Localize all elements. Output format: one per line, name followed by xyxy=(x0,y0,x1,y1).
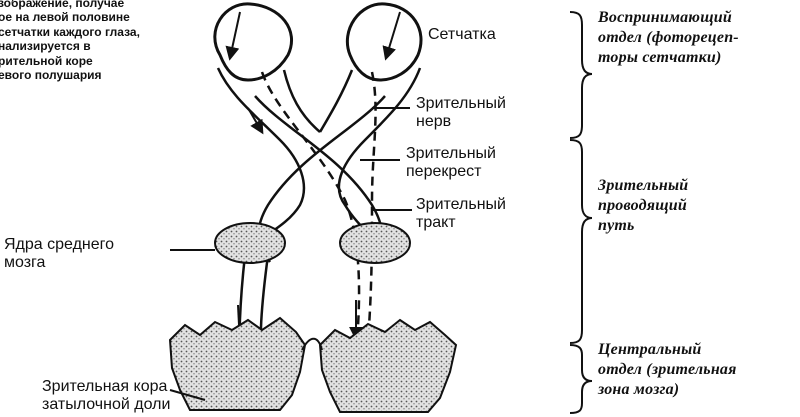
label-retina: Сетчатка xyxy=(428,26,496,44)
brace-conducting xyxy=(570,140,592,343)
caption-note: зображение, получае ое на левой половине… xyxy=(0,0,198,82)
midbrain-nucleus-left xyxy=(215,223,285,263)
brace-central xyxy=(570,345,592,413)
right-eye xyxy=(347,4,421,80)
label-optic-chiasm: Зрительный перекрест xyxy=(406,145,496,181)
label-optic-tract: Зрительный тракт xyxy=(416,196,506,232)
label-visual-cortex: Зрительная кора затылочной доли xyxy=(42,378,170,414)
division-perceiving: Воспринимающий отдел (фоторецеп- торы се… xyxy=(598,8,739,68)
left-eye xyxy=(215,4,292,80)
division-conducting: Зрительный проводящий путь xyxy=(598,176,688,236)
brace-perceiving xyxy=(570,12,592,138)
midbrain-nucleus-right xyxy=(340,223,410,263)
visual-cortex-shape xyxy=(170,318,456,412)
division-central: Центральный отдел (зрительная зона мозга… xyxy=(598,340,737,400)
label-optic-nerve: Зрительный нерв xyxy=(416,95,506,131)
label-midbrain-nuclei: Ядра среднего мозга xyxy=(4,236,114,272)
